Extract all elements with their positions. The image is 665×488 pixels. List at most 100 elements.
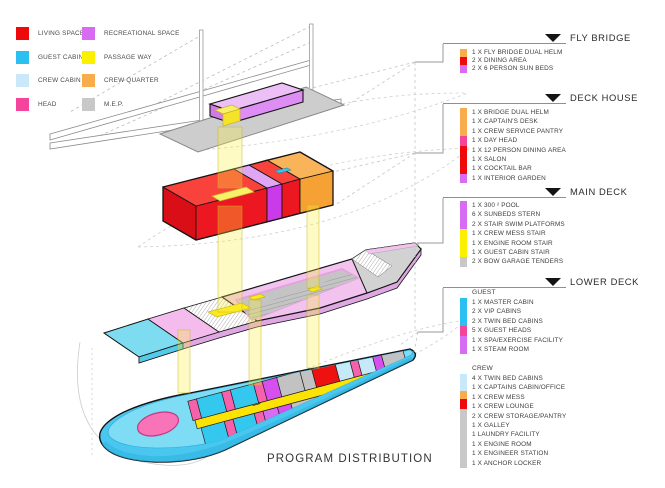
legend-label: HEAD — [38, 100, 57, 108]
list-item: 1 LAUNDRY FACILITY — [472, 431, 540, 439]
legend-swatch — [16, 27, 29, 40]
deck-rule — [443, 103, 566, 105]
main-deck — [102, 242, 422, 364]
list-item: 4 X TWIN BED CABINS — [472, 375, 543, 382]
list-item: 1 X CAPTAIN'S DESK — [472, 118, 538, 126]
list-item: 1 X 300 ² POOL — [472, 202, 520, 209]
legend-bar-segment — [460, 173, 467, 184]
stern-pool — [136, 411, 180, 437]
list-item: 1 X ENGINEER STATION — [472, 450, 549, 458]
list-item: 1 X CAPTAINS CABIN/OFFICE — [472, 384, 566, 392]
legend-swatch — [82, 74, 95, 87]
legend-swatch — [16, 97, 29, 111]
legend-label: M.E.P. — [104, 100, 124, 108]
list-item: 1 X INTERIOR GARDEN — [472, 174, 546, 182]
legend-bar — [460, 201, 467, 267]
legend-bar-segment — [460, 374, 467, 391]
list-item: 1 X SPA/EXERCISE FACILITY — [472, 336, 563, 344]
legend-bar-segment — [460, 201, 467, 230]
list-item: 1 X BRIDGE DUAL HELM — [472, 109, 549, 116]
legend-swatch — [82, 50, 95, 64]
list-item: 1 X CREW SERVICE PANTRY — [472, 127, 564, 135]
list-item: 2 X 6 PERSON SUN BEDS — [472, 65, 554, 72]
deck-house-passage — [211, 186, 255, 202]
legend-swatch — [82, 27, 95, 40]
deck-house-deck — [161, 151, 335, 241]
list-item: 6 X SUNBEDS STERN — [472, 211, 541, 219]
list-item: 5 X GUEST HEADS — [472, 327, 532, 335]
legend-bar — [460, 298, 467, 355]
list-item: 1 X SALON — [472, 156, 507, 164]
list-item: 1 X MASTER CABIN — [472, 299, 534, 306]
legend-bar-segment — [460, 229, 467, 258]
legend-swatch — [16, 50, 29, 64]
group-heading: GUEST — [472, 289, 496, 296]
legend-bar-segment — [460, 49, 467, 57]
main-deck-stair-opening — [307, 285, 323, 293]
deck-arrow-icon — [545, 188, 561, 196]
list-item: 2 X CREW STORAGE/PANTRY — [472, 412, 567, 420]
list-item: 2 X VIP CABINS — [472, 308, 522, 316]
caption-program-distribution: PROGRAM DISTRIBUTION — [267, 453, 433, 465]
deck-title: FLY BRIDGE — [570, 32, 631, 43]
list-item: 2 X BOW GARAGE TENDERS — [472, 258, 564, 266]
legend-bar-segment — [460, 298, 467, 327]
deck-rule — [443, 197, 566, 199]
list-item: 1 X STEAM ROOM — [472, 346, 530, 354]
deck-arrow-icon — [545, 94, 561, 102]
bow-stairs — [351, 249, 393, 278]
legend-bar-segment — [460, 65, 467, 73]
legend-bar — [460, 49, 467, 73]
legend-label: RECREATIONAL SPACE — [104, 30, 180, 37]
legend-swatch — [82, 97, 95, 111]
list-item: 1 X CREW LOUNGE — [472, 403, 534, 411]
leader-lines — [307, 44, 444, 353]
list-item: 1 X FLY BRIDGE DUAL HELM — [472, 49, 563, 56]
legend-bar — [460, 108, 467, 184]
legend-bar-segment — [460, 326, 467, 336]
fly-bridge-deck — [158, 82, 346, 153]
legend-bar-segment — [460, 57, 467, 65]
list-item: 1 X DAY HEAD — [472, 137, 518, 145]
list-item: 1 X ENGINE ROOM — [472, 440, 532, 448]
legend-bar-segment — [460, 398, 467, 409]
legend-bar-segment — [460, 145, 467, 174]
legend-bar-segment — [460, 257, 467, 267]
legend-bar-segment — [460, 136, 467, 146]
deck-rule — [443, 43, 566, 45]
deck-rule — [443, 287, 566, 289]
legend-label: LIVING SPACE — [38, 30, 85, 37]
list-item: 1 X CREW MESS STAIR — [472, 230, 546, 238]
deck-title: LOWER DECK — [570, 276, 640, 287]
legend-label: PASSAGE WAY — [104, 53, 152, 61]
fly-bridge-stair — [222, 108, 241, 127]
list-item: 1 X ANCHOR LOCKER — [472, 459, 542, 467]
list-item: 1 X GUEST CABIN STAIR — [472, 249, 550, 257]
list-item: 1 X COCKTAIL BAR — [472, 165, 532, 173]
list-item: 1 X ENGINE ROOM STAIR — [472, 239, 553, 247]
legend-swatch — [16, 74, 29, 87]
passage-columns — [177, 126, 320, 394]
deck-arrow-icon — [545, 34, 561, 42]
list-item: 2 X DINING AREA — [472, 57, 527, 64]
mast-post — [309, 23, 314, 99]
deck-title: MAIN DECK — [570, 186, 628, 197]
list-item: 2 X TWIN BED CABINS — [472, 317, 543, 325]
legend-label: CREW QUARTER — [104, 77, 159, 84]
deck-title: DECK HOUSE — [570, 92, 638, 103]
legend-bar-segment — [460, 390, 467, 399]
list-item: 2 X STAIR SWIM PLATFORMS — [472, 220, 565, 228]
main-deck-stair-opening — [248, 293, 266, 301]
legend-label: CREW CABIN — [38, 77, 81, 84]
list-item: 1 X CREW MESS — [472, 393, 525, 401]
deck-arrow-icon — [545, 278, 561, 286]
legend-bar — [460, 374, 467, 468]
list-item: 1 X 12 PERSON DINING AREA — [472, 146, 566, 154]
legend-bar-segment — [460, 108, 467, 137]
